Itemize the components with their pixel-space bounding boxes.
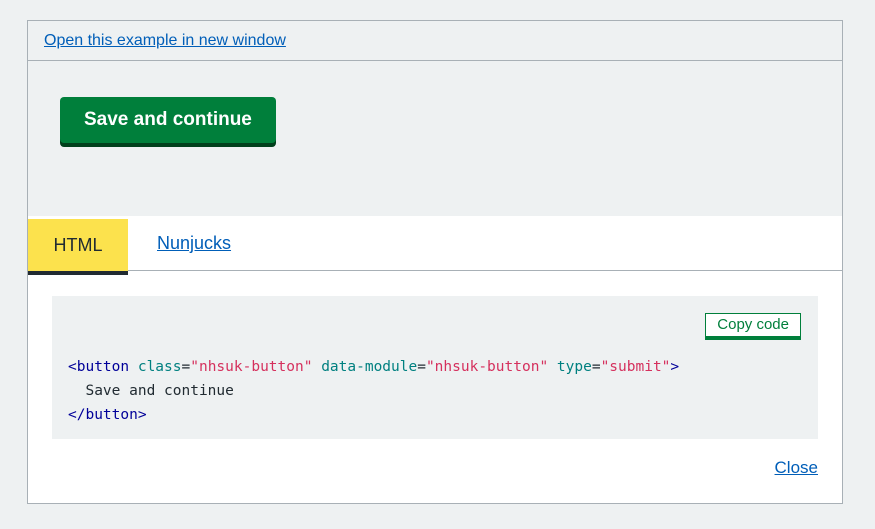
open-in-new-window-link[interactable]: Open this example in new window — [44, 31, 286, 49]
tab-html[interactable]: HTML — [28, 219, 128, 275]
close-link[interactable]: Close — [774, 458, 818, 477]
code-tabs: HTML Nunjucks — [28, 216, 842, 275]
copy-code-button[interactable]: Copy code — [705, 313, 801, 340]
close-row: Close — [52, 458, 818, 478]
code-panel: Copy code <button class="nhsuk-button" d… — [28, 271, 842, 503]
example-header-row: Open this example in new window — [28, 21, 842, 61]
code-block: Copy code <button class="nhsuk-button" d… — [52, 296, 818, 439]
save-and-continue-button[interactable]: Save and continue — [60, 97, 276, 143]
code-text: <button class="nhsuk-button" data-module… — [68, 359, 680, 423]
component-preview-area: Save and continue — [28, 61, 842, 216]
tab-nunjucks[interactable]: Nunjucks — [157, 233, 232, 253]
code-snippet: <button class="nhsuk-button" data-module… — [52, 296, 818, 427]
example-frame: Open this example in new window Save and… — [27, 20, 843, 504]
